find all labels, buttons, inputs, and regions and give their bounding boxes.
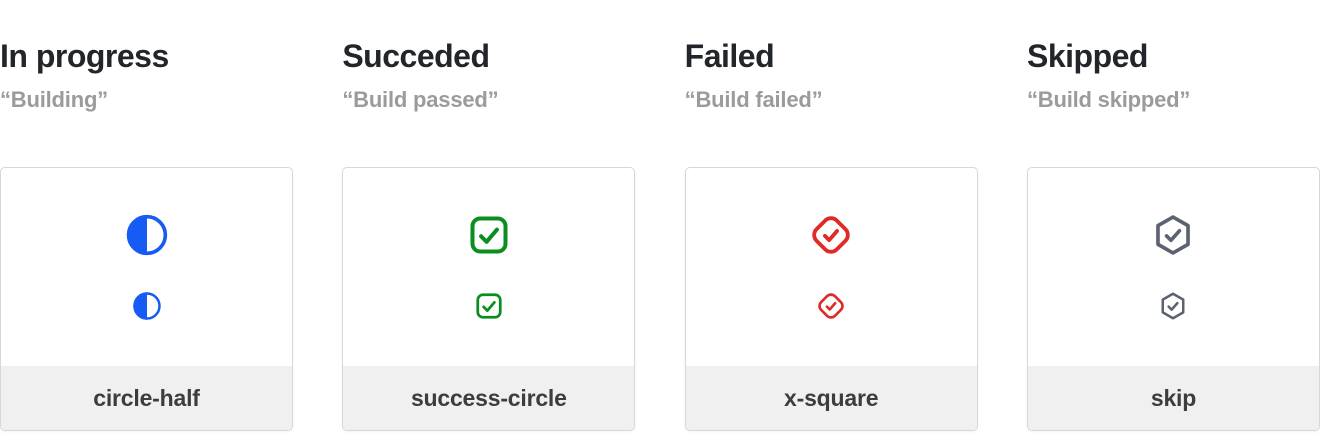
icon-name-label: circle-half xyxy=(93,384,200,411)
card-footer: circle-half xyxy=(1,366,292,430)
status-column-succeded: Succeded “Build passed” succes xyxy=(342,0,636,436)
icon-name-label: success-circle xyxy=(410,384,567,411)
x-square-icon xyxy=(809,213,853,257)
circle-half-icon xyxy=(125,213,169,257)
status-column-skipped: Skipped “Build skipped” skip xyxy=(1026,0,1320,436)
icon-name-label: x-square xyxy=(784,384,879,411)
status-subtitle: “Build skipped” xyxy=(1026,87,1191,112)
status-subtitle: “Build passed” xyxy=(342,87,499,112)
status-card-in-progress: circle-half xyxy=(0,167,293,431)
card-footer: skip xyxy=(1027,366,1319,430)
status-card-failed: x-square xyxy=(684,167,978,431)
icon-area xyxy=(343,168,634,366)
circle-half-icon xyxy=(132,291,162,321)
card-footer: x-square xyxy=(685,366,977,430)
success-circle-icon xyxy=(467,213,511,257)
status-column-in-progress: In progress “Building” circle- xyxy=(0,0,293,436)
skip-icon xyxy=(1158,291,1188,321)
icon-area xyxy=(686,168,977,366)
status-card-succeded: success-circle xyxy=(342,167,636,431)
status-subtitle: “Building” xyxy=(0,87,108,112)
x-square-icon xyxy=(816,291,846,321)
icon-area xyxy=(1028,168,1319,366)
icon-area xyxy=(1,168,292,366)
card-footer: success-circle xyxy=(343,366,635,430)
icon-name-label: skip xyxy=(1150,384,1197,411)
status-card-skipped: skip xyxy=(1026,167,1320,431)
status-title: Failed xyxy=(684,38,775,74)
status-title: In progress xyxy=(0,38,169,74)
success-circle-icon xyxy=(474,291,504,321)
status-column-failed: Failed “Build failed” x-square xyxy=(684,0,978,436)
skip-icon xyxy=(1151,213,1195,257)
status-title: Succeded xyxy=(342,38,490,74)
status-subtitle: “Build failed” xyxy=(684,87,823,112)
status-title: Skipped xyxy=(1026,38,1148,74)
